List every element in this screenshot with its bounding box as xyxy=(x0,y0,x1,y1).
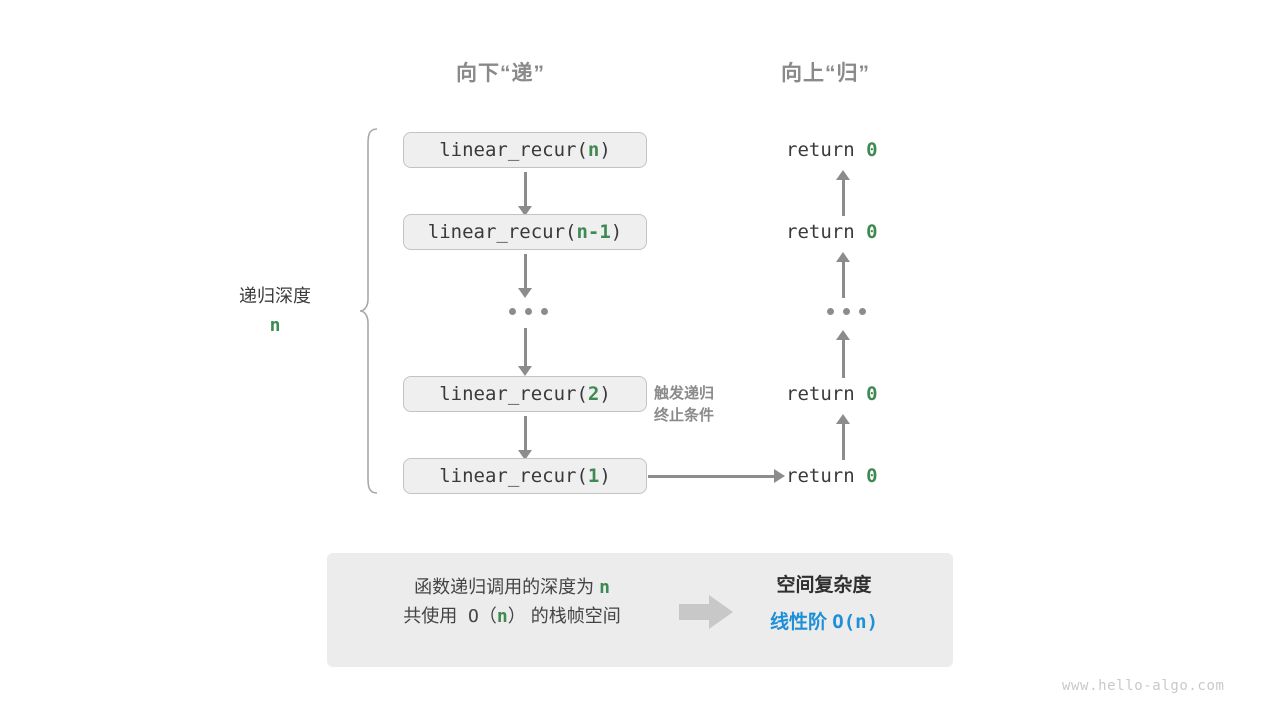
summary-panel: 函数递归调用的深度为 n 共使用 O（n） 的栈帧空间 空间复杂度 线性阶 O(… xyxy=(327,553,953,667)
summary-space-prefix: 共使用 O（ xyxy=(403,606,497,628)
return-statement-2: return 0 xyxy=(786,221,878,243)
right-block-arrow-icon xyxy=(679,595,733,634)
call-box-n-minus-1-suffix: ) xyxy=(610,221,623,243)
return-value-4: 0 xyxy=(866,465,878,487)
space-complexity-notation: O(n) xyxy=(832,610,879,633)
summary-right-text: 空间复杂度 线性阶 O(n) xyxy=(709,571,939,639)
watermark: www.hello-algo.com xyxy=(1062,678,1225,694)
return-value-2: 0 xyxy=(866,221,878,243)
descend-arrow-1 xyxy=(518,172,532,216)
return-value-1: 0 xyxy=(866,139,878,161)
depth-brace xyxy=(357,127,381,495)
space-complexity-value: 线性阶 O(n) xyxy=(709,607,939,639)
call-box-n-minus-1: linear_recur(n-1) xyxy=(403,214,647,250)
return-keyword-1: return xyxy=(786,139,867,161)
column-header-ascend: 向上“归” xyxy=(781,62,870,85)
call-box-1: linear_recur(1) xyxy=(403,458,647,494)
return-keyword-4: return xyxy=(786,465,867,487)
call-box-1-suffix: ) xyxy=(599,465,611,487)
recursion-depth-label: 递归深度 n xyxy=(180,283,370,339)
call-box-n: linear_recur(n) xyxy=(403,132,647,168)
terminate-condition-note: 触发递归 终止条件 xyxy=(654,383,774,427)
call-box-n-minus-1-arg: n-1 xyxy=(576,221,611,243)
call-box-2-arg: 2 xyxy=(587,383,600,405)
ascend-arrow-1 xyxy=(836,170,850,216)
call-box-2-suffix: ) xyxy=(599,383,611,405)
space-complexity-order: 线性阶 xyxy=(769,611,833,633)
ascend-arrow-4 xyxy=(836,414,850,460)
return-keyword-2: return xyxy=(786,221,867,243)
descend-arrow-2 xyxy=(518,254,532,298)
summary-depth-n: n xyxy=(599,577,610,598)
terminate-condition-line2: 终止条件 xyxy=(654,406,715,424)
return-ellipsis xyxy=(827,308,866,315)
call-box-1-arg: 1 xyxy=(587,465,600,487)
return-keyword-3: return xyxy=(786,383,867,405)
return-statement-4: return 0 xyxy=(786,465,878,487)
ascend-arrow-2 xyxy=(836,252,850,298)
recursion-depth-text: 递归深度 xyxy=(239,286,311,306)
space-complexity-title: 空间复杂度 xyxy=(776,575,872,596)
return-statement-3: return 0 xyxy=(786,383,878,405)
call-box-n-minus-1-prefix: linear_recur( xyxy=(427,221,577,243)
call-stack-ellipsis xyxy=(509,308,548,315)
base-case-arrow xyxy=(648,469,785,483)
return-value-3: 0 xyxy=(866,383,878,405)
summary-space-line: 共使用 O（n） 的栈帧空间 xyxy=(357,602,667,631)
column-header-descend: 向下“递” xyxy=(456,62,545,85)
summary-space-n: n xyxy=(496,606,508,628)
call-box-n-suffix: ) xyxy=(599,139,611,161)
summary-left-text: 函数递归调用的深度为 n 共使用 O（n） 的栈帧空间 xyxy=(357,573,667,631)
descend-arrow-4 xyxy=(518,416,532,460)
call-box-2-prefix: linear_recur( xyxy=(439,383,588,405)
return-statement-1: return 0 xyxy=(786,139,878,161)
ascend-arrow-3 xyxy=(836,330,850,378)
call-box-n-arg: n xyxy=(587,139,600,161)
descend-arrow-3 xyxy=(518,328,532,376)
recursion-depth-value: n xyxy=(269,315,281,337)
summary-space-suffix: ） 的栈帧空间 xyxy=(507,606,621,627)
terminate-condition-line1: 触发递归 xyxy=(654,385,715,402)
call-box-2: linear_recur(2) xyxy=(403,376,647,412)
summary-depth-line: 函数递归调用的深度为 n xyxy=(357,573,667,602)
call-box-n-prefix: linear_recur( xyxy=(439,139,588,161)
call-box-1-prefix: linear_recur( xyxy=(439,465,588,487)
summary-depth-text: 函数递归调用的深度为 xyxy=(414,577,600,597)
